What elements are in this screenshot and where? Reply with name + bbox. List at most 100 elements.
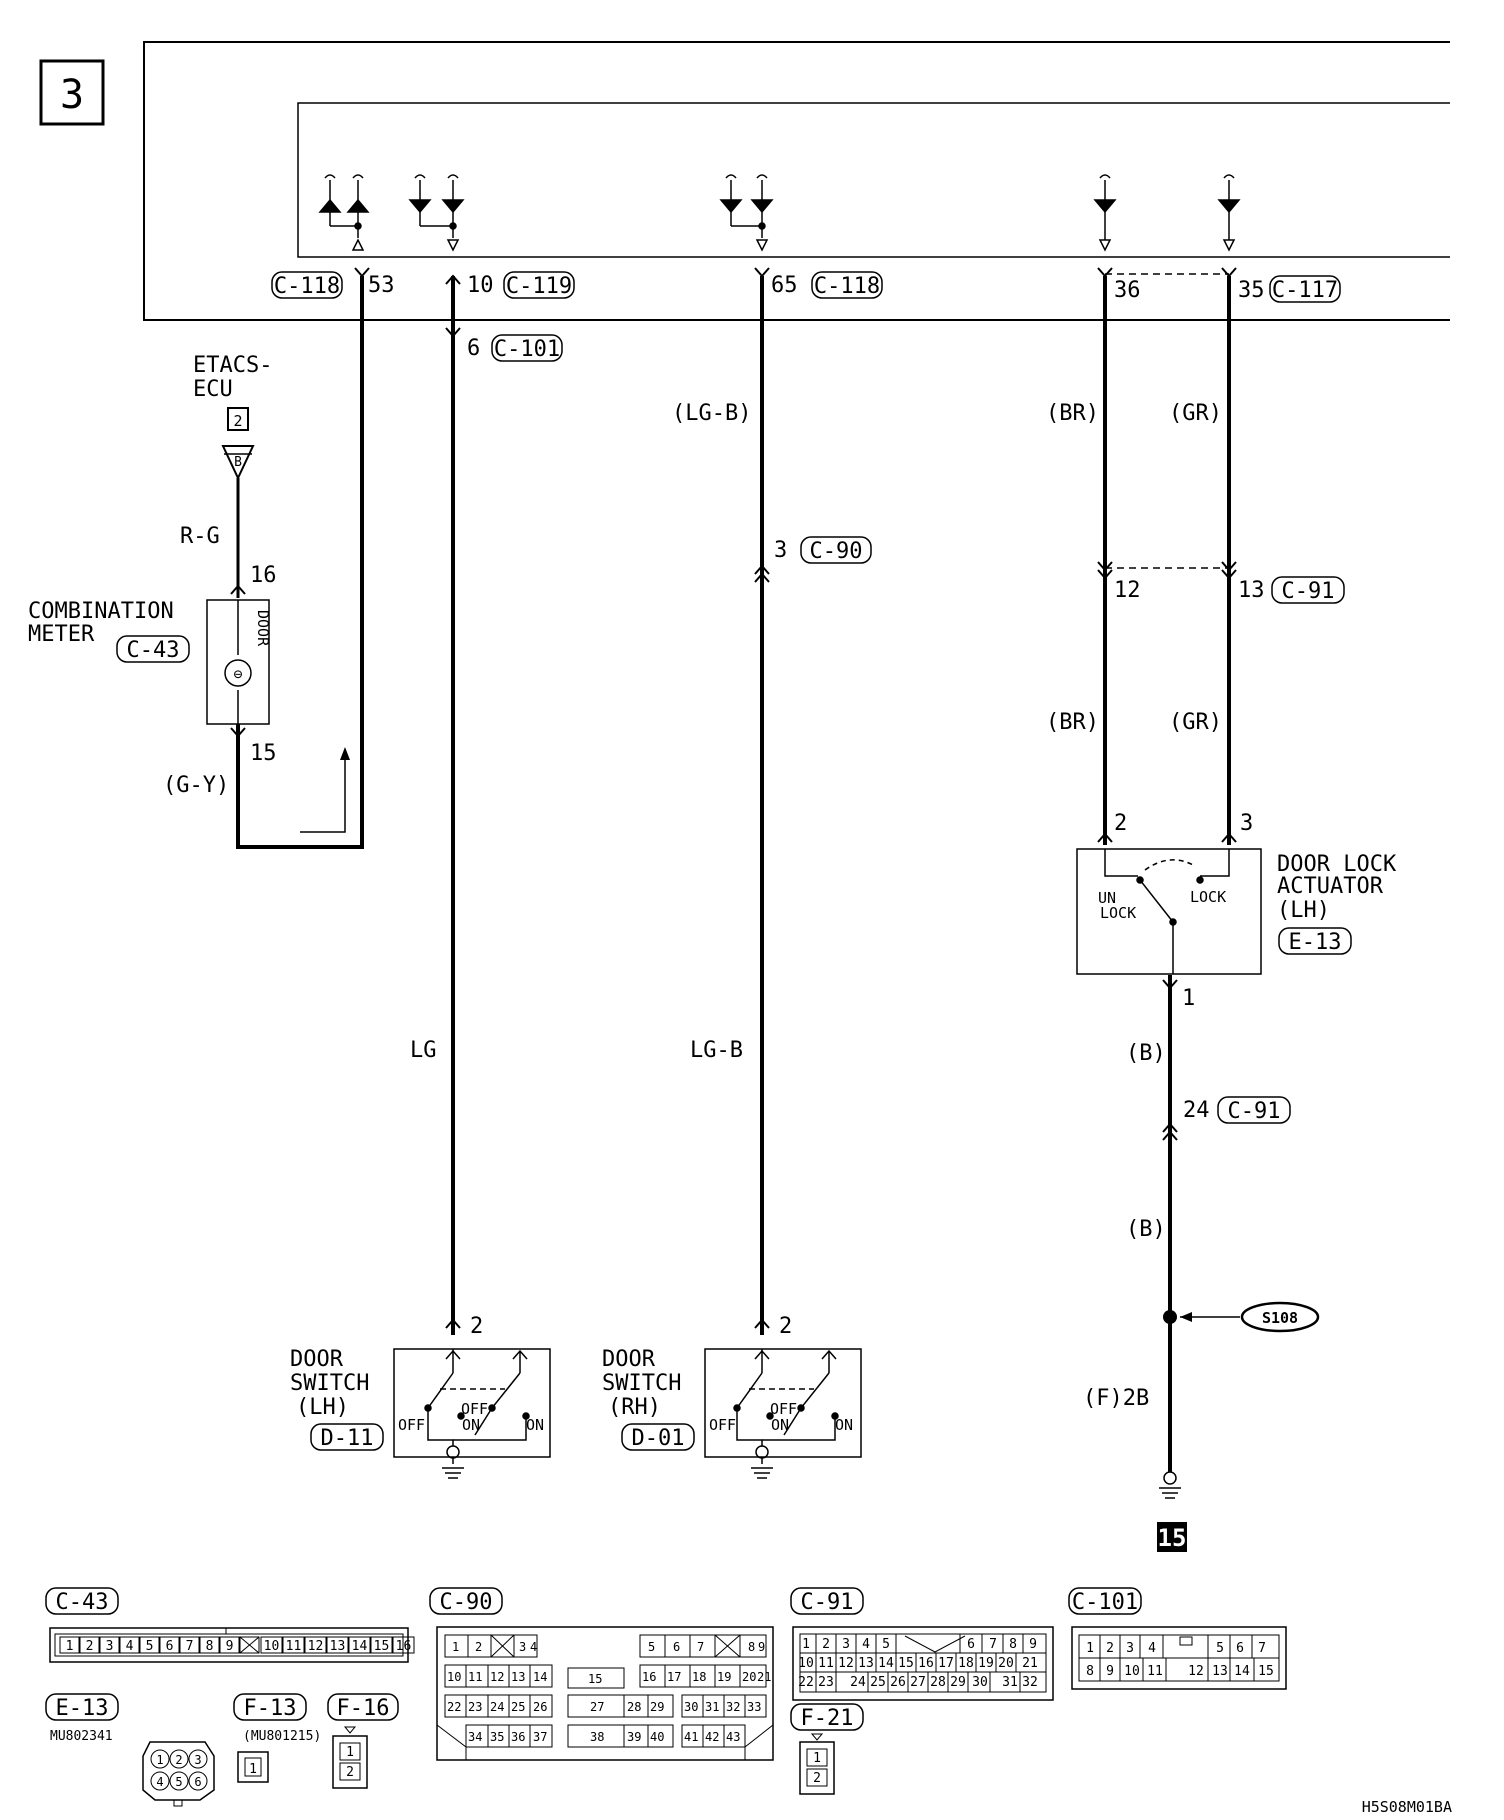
c91-pin-label: 14: [878, 1656, 894, 1671]
wire-color-br-top: (BR): [1046, 401, 1099, 426]
door-switch-lh-label-3: (LH): [296, 1395, 349, 1420]
c101-pin-label: 2: [1106, 1641, 1114, 1656]
svg-text:C-118: C-118: [274, 274, 340, 299]
c43-pin-label: 2: [86, 1639, 94, 1654]
wire-color-lg-b: LG-B: [690, 1038, 743, 1063]
c101-pin-label: 5: [1216, 1641, 1224, 1656]
c91-pin-label: 12: [838, 1656, 854, 1671]
door-lock-actuator-switch: [1104, 849, 1230, 974]
c91-pin-label: 26: [890, 1675, 906, 1690]
actuator-label-2: ACTUATOR: [1277, 874, 1384, 899]
svg-text:1: 1: [249, 1762, 257, 1777]
meter-pin-15: 15: [250, 741, 277, 766]
actuator-pin-2: 2: [1114, 811, 1127, 836]
c91-pin-label: 24: [850, 1675, 866, 1690]
c91-pin-label: 5: [882, 1637, 890, 1652]
svg-text:1: 1: [346, 1745, 354, 1760]
c91-pin-label: 11: [818, 1656, 834, 1671]
c43-pin-label: 11: [286, 1639, 302, 1654]
svg-text:27: 27: [590, 1700, 604, 1714]
svg-text:24: 24: [490, 1700, 504, 1714]
svg-text:E-13: E-13: [1289, 930, 1342, 955]
actuator-label-1: DOOR LOCK: [1277, 852, 1397, 877]
door-switch-rh-on-2: ON: [835, 1416, 853, 1434]
svg-text:30: 30: [684, 1700, 698, 1714]
c43-pin-label: 16: [396, 1639, 412, 1654]
door-switch-rh-label-1: DOOR: [602, 1347, 656, 1372]
svg-text:C-90: C-90: [440, 1590, 493, 1615]
c91-pin-label: 31: [1002, 1675, 1018, 1690]
svg-text:C-117: C-117: [1272, 278, 1338, 303]
c91-pin-label: 1: [802, 1637, 810, 1652]
ground-symbol-actuator: [1159, 1471, 1181, 1499]
svg-text:32: 32: [726, 1700, 740, 1714]
door-switch-rh-connector-ref: D-01: [621, 1423, 695, 1451]
svg-text:41: 41: [684, 1730, 698, 1744]
wire-color-gr-top: (GR): [1169, 401, 1222, 426]
c91-pin-label: 2: [822, 1637, 830, 1652]
c43-pin-label: 13: [330, 1639, 346, 1654]
c91-pin-label: 22: [798, 1675, 814, 1690]
c91-pin-label: 8: [1009, 1637, 1017, 1652]
door-indicator-lamp-icon: [224, 659, 252, 687]
signal-direction-arrow: [300, 755, 346, 833]
c101-pin-label: 9: [1106, 1664, 1114, 1679]
svg-text:4: 4: [530, 1640, 537, 1654]
svg-text:37: 37: [533, 1730, 547, 1744]
svg-text:C-91: C-91: [1228, 1099, 1281, 1124]
c91-pin-label: 20: [998, 1656, 1014, 1671]
c91-pin-12: 12: [1114, 578, 1141, 603]
svg-text:2: 2: [813, 1771, 821, 1786]
svg-text:6: 6: [673, 1640, 680, 1654]
door-switch-rh-label-3: (RH): [608, 1395, 661, 1420]
door-indicator-lamp-symbol: ⊖: [233, 665, 242, 683]
c91-pin-label: 28: [930, 1675, 946, 1690]
svg-text:25: 25: [511, 1700, 525, 1714]
svg-text:F-13: F-13: [244, 1696, 297, 1721]
svg-text:35: 35: [490, 1730, 504, 1744]
c101-pin-label: 11: [1147, 1664, 1163, 1679]
ecu-diode-36: [1093, 174, 1117, 252]
c101-pin-label: 4: [1148, 1641, 1156, 1656]
c43-pin-label: 10: [264, 1639, 280, 1654]
door-switch-lh-pin: 2: [470, 1314, 483, 1339]
connector-f16: F-16 1 2: [327, 1693, 399, 1789]
actuator-unlock-label-2: LOCK: [1100, 904, 1136, 922]
connector-f21: F-21 1 2: [790, 1703, 864, 1795]
wire-color-lg-b-top: (LG-B): [672, 401, 751, 426]
svg-text:F-16: F-16: [337, 1696, 390, 1721]
door-switch-lh-on-2: ON: [526, 1416, 544, 1434]
svg-text:6: 6: [194, 1775, 201, 1789]
wire-color-g-y: (G-Y): [163, 773, 229, 798]
svg-text:3: 3: [194, 1753, 201, 1767]
svg-text:C-101: C-101: [1072, 1590, 1138, 1615]
ecu-pin-65: 65 C-118: [771, 271, 883, 299]
svg-text:22: 22: [447, 1700, 461, 1714]
svg-text:21: 21: [757, 1670, 771, 1684]
svg-text:D-01: D-01: [632, 1426, 685, 1451]
ecu-pin-53: C-118 53: [271, 271, 395, 299]
svg-text:F-21: F-21: [801, 1706, 854, 1731]
splice-point-icon: [1163, 1310, 1177, 1324]
svg-text:53: 53: [368, 273, 395, 298]
ecu-diode-group-53: [318, 174, 370, 251]
combination-meter-connector-ref: C-43: [116, 635, 190, 663]
c91-pin-label: 10: [798, 1656, 814, 1671]
door-lock-actuator-box: [1076, 848, 1262, 975]
svg-text:26: 26: [533, 1700, 547, 1714]
c101-pin-label: 1: [1086, 1641, 1094, 1656]
svg-text:E-13: E-13: [56, 1696, 109, 1721]
c91-pin-label: 23: [818, 1675, 834, 1690]
c101-connection-6: 6 C-101: [467, 334, 563, 362]
c101-pin-label: 3: [1126, 1641, 1134, 1656]
c91-pin-label: 9: [1029, 1637, 1037, 1652]
svg-text:10: 10: [447, 1670, 461, 1684]
section-number-box: [39, 59, 105, 126]
svg-text:1: 1: [813, 1751, 821, 1766]
c101-pin-label: 8: [1086, 1664, 1094, 1679]
door-switch-rh-pin: 2: [779, 1314, 792, 1339]
svg-text:1: 1: [156, 1753, 163, 1767]
etacs-page-ref: 2: [233, 412, 242, 430]
svg-text:23: 23: [468, 1700, 482, 1714]
